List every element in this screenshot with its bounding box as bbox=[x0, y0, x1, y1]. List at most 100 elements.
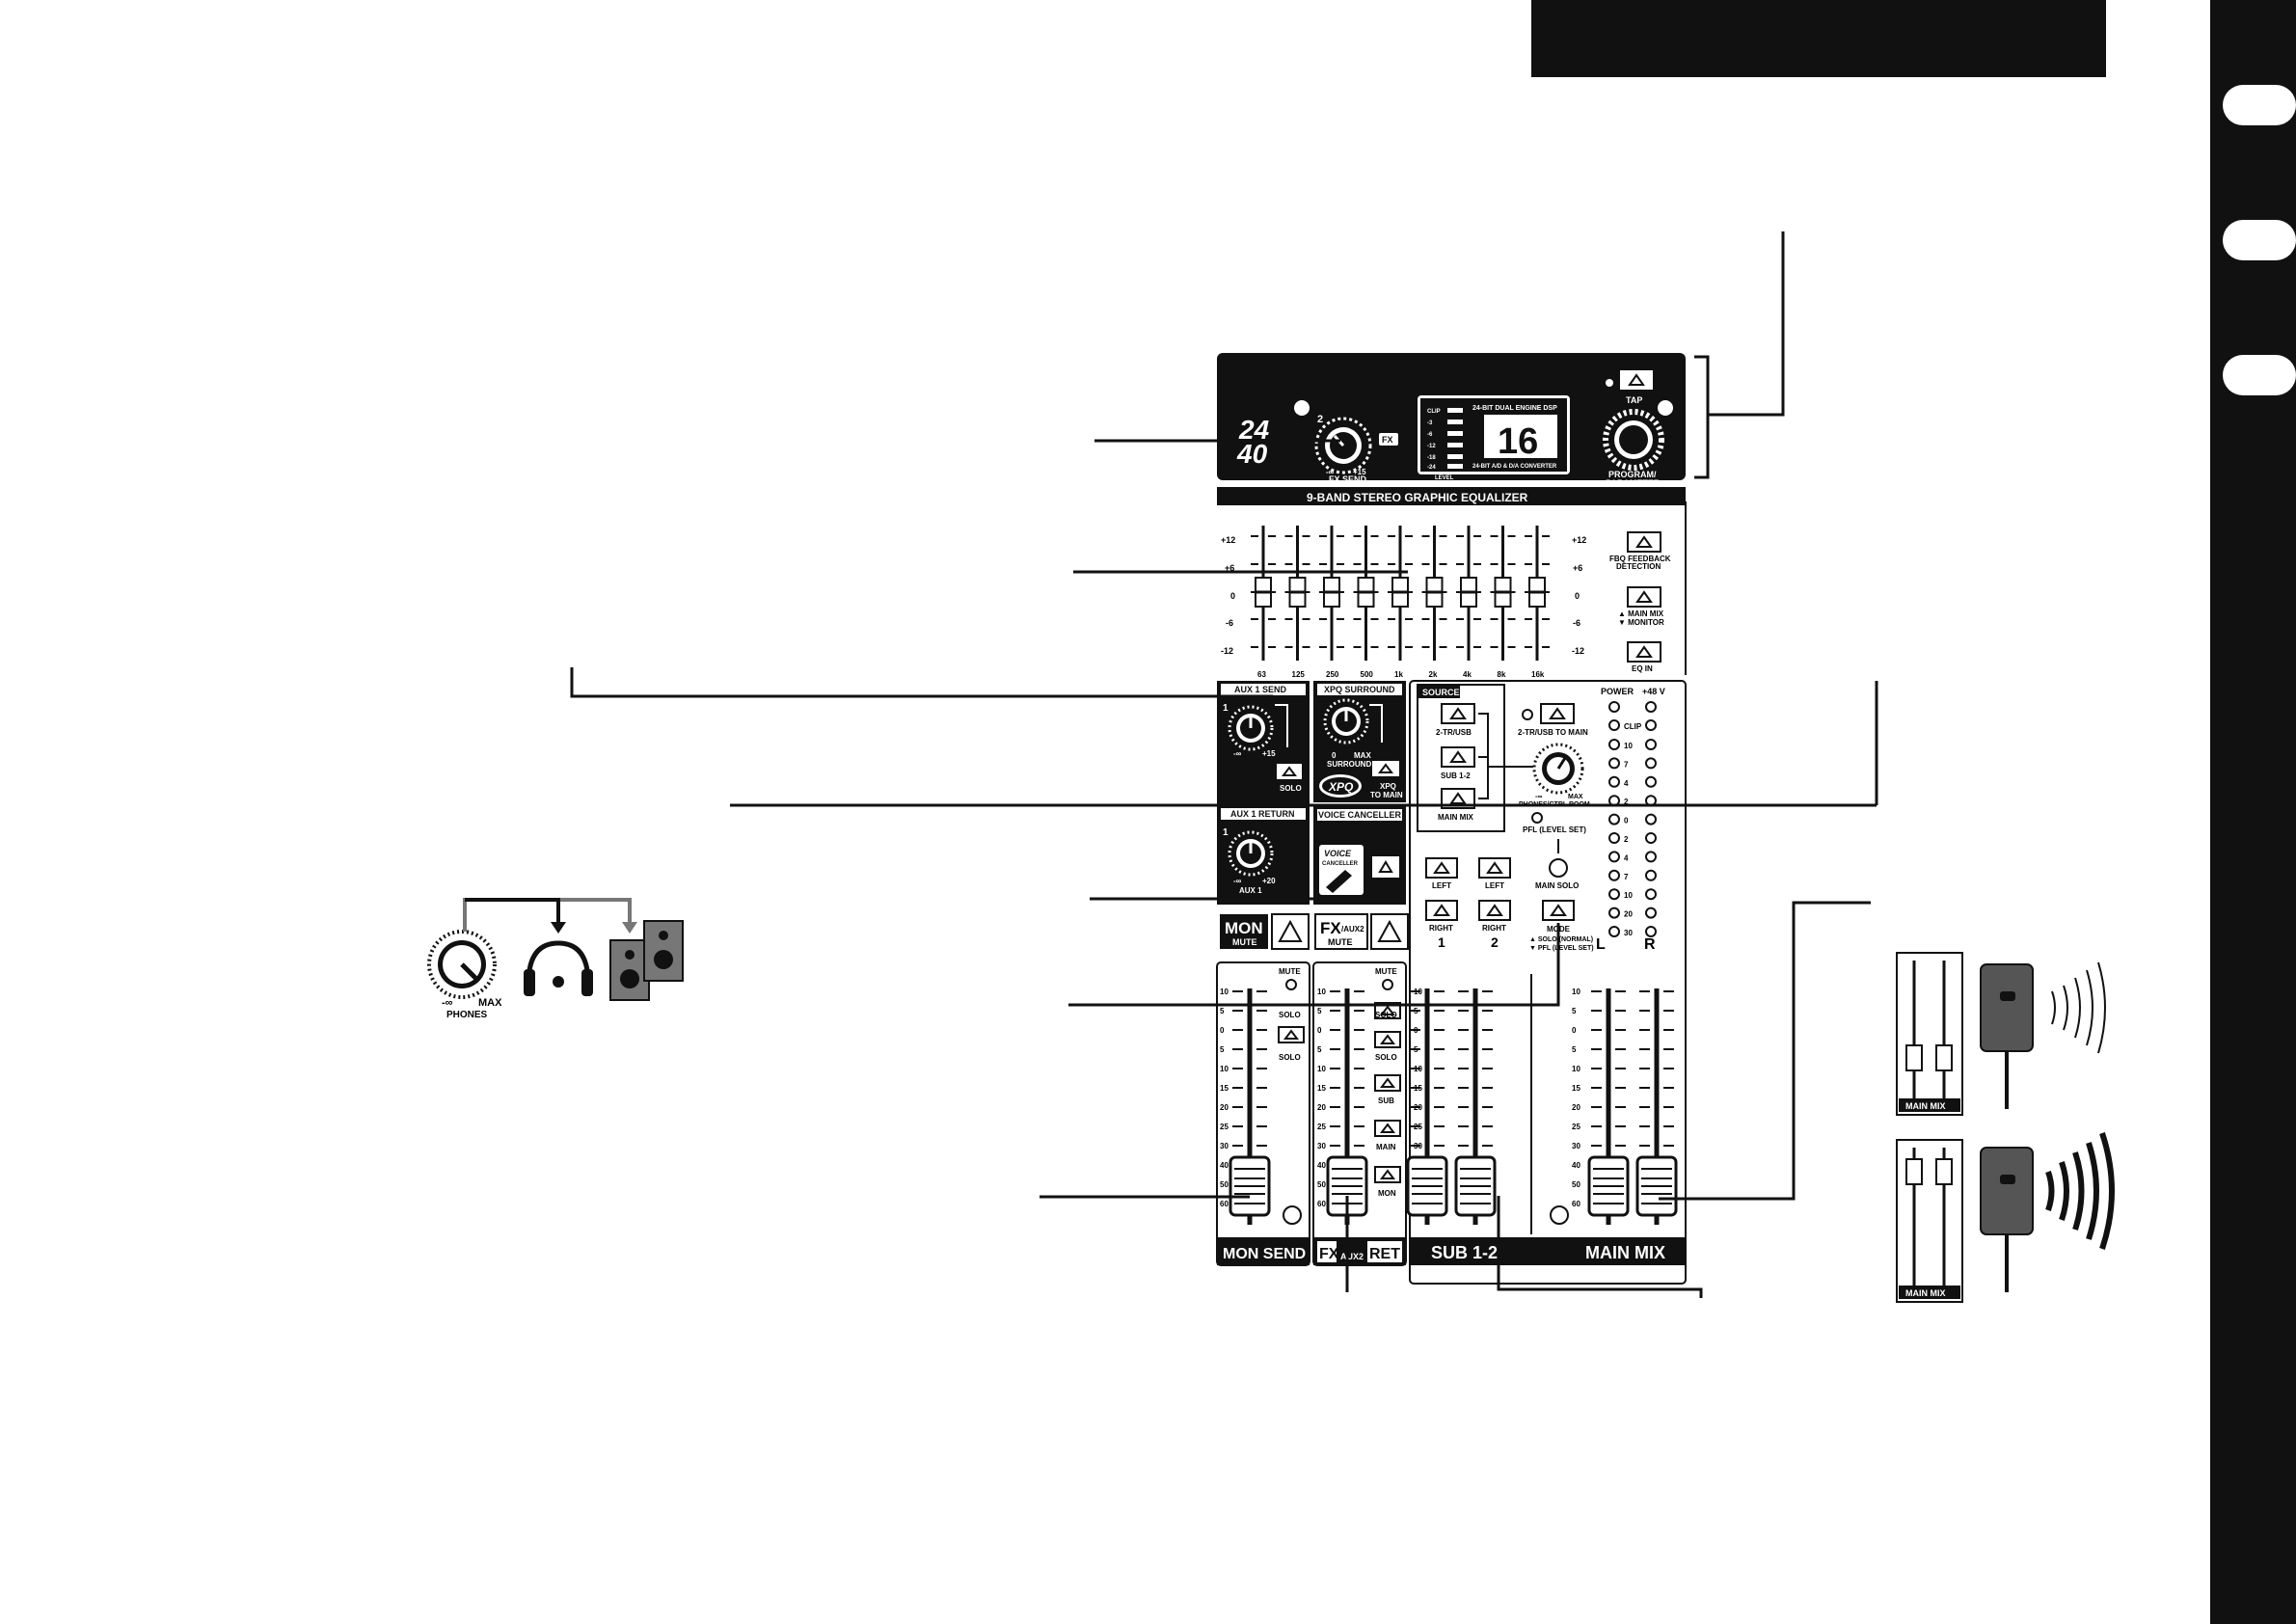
fx-section: 24 40 2 -∞ +15 FX SEND FX 24-BIT DUAL EN… bbox=[1217, 353, 1686, 488]
svg-text:POWER: POWER bbox=[1601, 687, 1634, 696]
meter-led-right bbox=[1645, 851, 1657, 863]
svg-text:2-TR/USB: 2-TR/USB bbox=[1436, 728, 1472, 737]
mon-fx-mute-area: MON MUTE FX /AUX2 MUTE bbox=[1220, 913, 1409, 950]
svg-text:MON: MON bbox=[1378, 1189, 1396, 1198]
pfl-led bbox=[1531, 812, 1543, 824]
svg-text:SURROUND: SURROUND bbox=[1327, 760, 1371, 769]
fader-scale-label: 10 bbox=[1414, 988, 1422, 996]
svg-text:PROGRAM/: PROGRAM/ bbox=[1608, 470, 1657, 479]
fader-scale-label: 5 bbox=[1572, 1045, 1577, 1054]
mode-button[interactable] bbox=[1542, 900, 1575, 921]
side-tab-1[interactable] bbox=[2223, 85, 2296, 125]
eq-scale-left: +12 +6 0 -6 -12 bbox=[1221, 535, 1235, 656]
svg-text:CLIP: CLIP bbox=[1624, 722, 1642, 731]
fader-scale-label: 5 bbox=[1317, 1007, 1322, 1015]
meter-value: 7 bbox=[1624, 873, 1629, 881]
program-knob-ring bbox=[1603, 409, 1664, 471]
eq-in-button[interactable] bbox=[1627, 641, 1661, 663]
svg-text:2: 2 bbox=[1491, 934, 1499, 950]
dsp-title: 24-BIT DUAL ENGINE DSP bbox=[1472, 405, 1557, 412]
fader-scale-label: 60 bbox=[1220, 1200, 1229, 1208]
source-2tr-usb-button[interactable] bbox=[1441, 703, 1475, 724]
fader-scale-label: 25 bbox=[1572, 1123, 1580, 1131]
phantom-led bbox=[1645, 701, 1657, 713]
assign-left-1-button[interactable] bbox=[1425, 857, 1458, 879]
assign-right-2-button[interactable] bbox=[1478, 900, 1511, 921]
svg-text:EQ IN: EQ IN bbox=[1632, 664, 1653, 673]
fader-scale-label: 25 bbox=[1414, 1123, 1422, 1131]
svg-text:XPQ: XPQ bbox=[1380, 782, 1396, 791]
svg-text:▲ MAIN MIX: ▲ MAIN MIX bbox=[1618, 609, 1664, 618]
fader-scale-label: 30 bbox=[1572, 1142, 1580, 1150]
program-number: 16 bbox=[1498, 421, 1538, 462]
eq-band-label: 125 bbox=[1292, 670, 1306, 679]
side-tab-strip bbox=[2210, 0, 2296, 1624]
assign-left-2-button[interactable] bbox=[1478, 857, 1511, 879]
svg-text:MUTE: MUTE bbox=[1375, 967, 1397, 976]
fx-send-max: +15 bbox=[1353, 468, 1366, 476]
fader-scale-label: 10 bbox=[1317, 1065, 1326, 1073]
fader-scale-label: 30 bbox=[1317, 1142, 1326, 1150]
main-mix-monitor-button[interactable] bbox=[1627, 586, 1661, 608]
source-title: SOURCE bbox=[1422, 688, 1460, 697]
svg-text:MAIN SOLO: MAIN SOLO bbox=[1535, 881, 1579, 890]
eq-band-label: 250 bbox=[1326, 670, 1339, 679]
voice-canceller-button[interactable] bbox=[1372, 856, 1399, 878]
mon-mute-button[interactable] bbox=[1271, 913, 1310, 950]
phones-example: -∞ MAX PHONES bbox=[427, 898, 684, 1020]
speaker-icon bbox=[609, 920, 684, 1001]
sub12-label: SUB 1-2 bbox=[1431, 1243, 1498, 1262]
svg-text:SOLO: SOLO bbox=[1279, 1053, 1301, 1062]
fader-scale-label: 40 bbox=[1317, 1161, 1326, 1170]
fader-scale-label: 15 bbox=[1317, 1084, 1326, 1093]
svg-text:SOLO: SOLO bbox=[1280, 784, 1302, 793]
svg-text:RIGHT: RIGHT bbox=[1482, 924, 1506, 933]
meter-led-left bbox=[1608, 832, 1620, 844]
tap-button[interactable] bbox=[1620, 370, 1653, 390]
fbq-button[interactable] bbox=[1627, 531, 1661, 553]
eq-band-label: 4k bbox=[1463, 670, 1472, 679]
fader-scale-label: 0 bbox=[1317, 1026, 1322, 1035]
assign-right-1-button[interactable] bbox=[1425, 900, 1458, 921]
meter-led-right bbox=[1645, 907, 1657, 919]
svg-text:-12: -12 bbox=[1221, 646, 1233, 656]
svg-text:-24: -24 bbox=[1427, 465, 1436, 471]
svg-text:-3: -3 bbox=[1427, 420, 1433, 426]
fader-scale-label: 60 bbox=[1317, 1200, 1326, 1208]
aux-section: AUX 1 SEND 1 -∞ +15 SOLO AUX 1 RETURN 1 … bbox=[1217, 681, 1310, 905]
mon-send-label: MON SEND bbox=[1223, 1246, 1306, 1262]
fader-scale-label: 20 bbox=[1317, 1103, 1326, 1112]
source-sub12-button[interactable] bbox=[1441, 746, 1475, 768]
eq-band-label: 2k bbox=[1429, 670, 1438, 679]
fader-scale-label: 5 bbox=[1317, 1045, 1322, 1054]
fader-scale-label: 25 bbox=[1220, 1123, 1229, 1131]
side-tab-2[interactable] bbox=[2223, 220, 2296, 260]
meter-led-left bbox=[1608, 757, 1620, 770]
svg-text:SUB 1-2: SUB 1-2 bbox=[1441, 771, 1471, 780]
fader-scale-label: 0 bbox=[1220, 1026, 1225, 1035]
meter-value: 2 bbox=[1624, 835, 1629, 844]
fx-badge: FX bbox=[1382, 435, 1393, 445]
2tr-usb-to-main-button[interactable] bbox=[1540, 703, 1575, 724]
svg-text:FBQ FEEDBACK: FBQ FEEDBACK bbox=[1609, 555, 1671, 563]
side-tab-3[interactable] bbox=[2223, 355, 2296, 395]
fader-scale-label: 5 bbox=[1414, 1045, 1418, 1054]
fx-mute-button[interactable] bbox=[1370, 913, 1409, 950]
fader-scale-label: 50 bbox=[1317, 1180, 1326, 1189]
header-band bbox=[1531, 0, 2106, 77]
eq-band-label: 1k bbox=[1394, 670, 1403, 679]
meter-value: 2 bbox=[1624, 798, 1629, 806]
fader-scale-label: 5 bbox=[1220, 1045, 1225, 1054]
svg-text:L: L bbox=[1596, 936, 1606, 953]
mini-fader-high: MAIN MIX bbox=[1896, 1132, 2115, 1303]
voice-canceller-logo bbox=[1319, 845, 1364, 895]
eq-band-label: 16k bbox=[1531, 670, 1545, 679]
svg-text:-∞: -∞ bbox=[442, 997, 453, 1009]
meter-value: 30 bbox=[1624, 929, 1633, 937]
fx-send-min: -∞ bbox=[1326, 468, 1335, 476]
mon-label: MON bbox=[1225, 919, 1263, 937]
meter-value: 0 bbox=[1624, 817, 1629, 826]
source-main-mix-button[interactable] bbox=[1441, 788, 1475, 809]
